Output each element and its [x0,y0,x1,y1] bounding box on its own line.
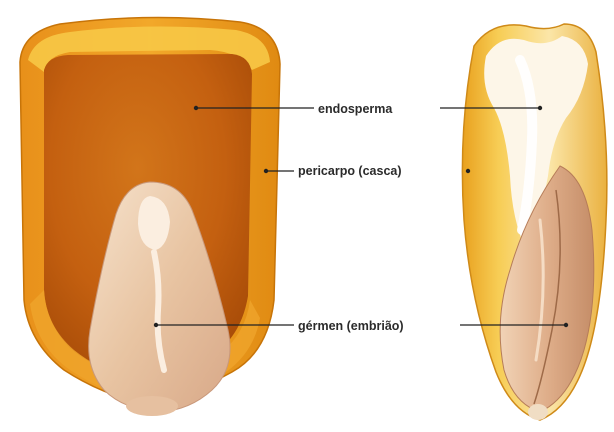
right-kernel-longitudinal-section [462,24,607,420]
label-endosperm: endosperma [314,101,396,117]
label-germ: gérmen (embrião) [294,318,408,334]
leader-dot [154,323,158,327]
label-pericarp: pericarpo (casca) [294,163,406,179]
right-kernel-tip [528,404,548,420]
left-germ-tip [126,396,178,416]
leader-dot [194,106,198,110]
left-kernel-cross-section [20,17,280,416]
leader-dot [564,323,568,327]
leader-dot [264,169,268,173]
leader-dot [538,106,542,110]
leader-dot [466,169,470,173]
